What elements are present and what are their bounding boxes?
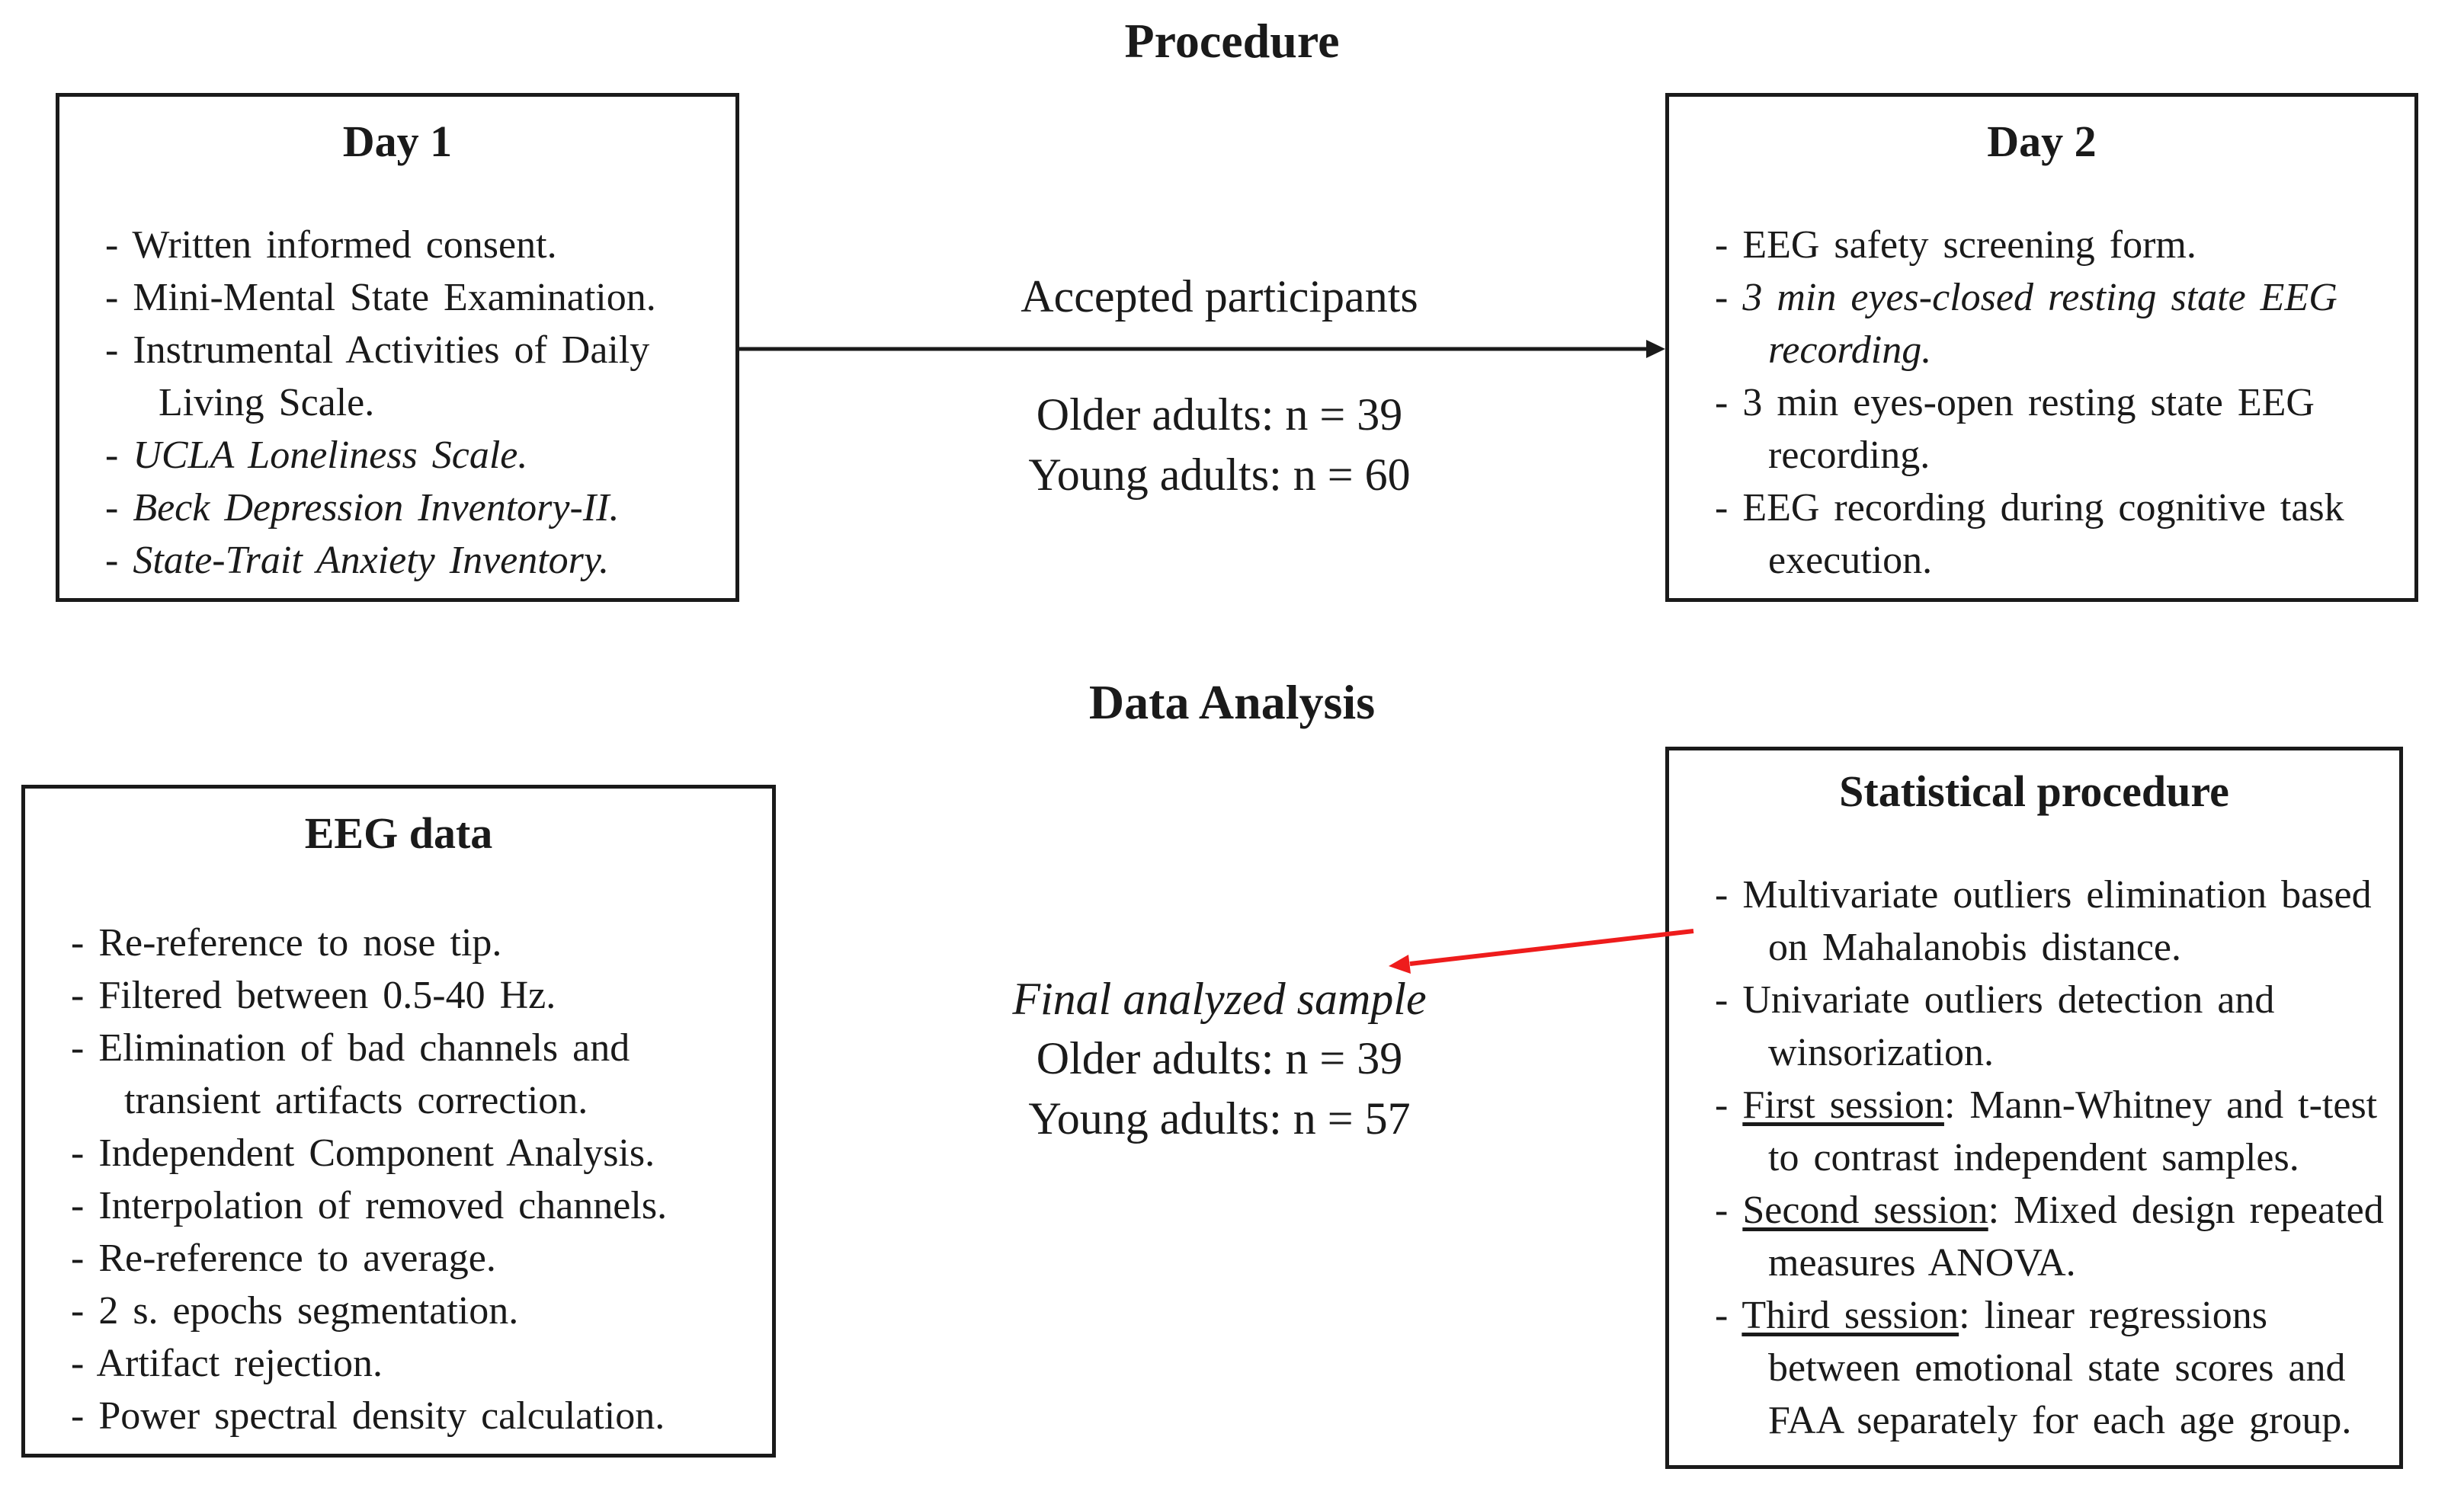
- list-item: - 3 min eyes-closed resting state EEG re…: [1715, 276, 2337, 372]
- list-item: - Mini-Mental State Examination.: [105, 276, 656, 319]
- list-item: - Re-reference to average.: [71, 1237, 496, 1280]
- accepted-heading: Accepted participants: [1021, 271, 1418, 322]
- final-sample-arrow: [1389, 929, 1694, 974]
- list-item: - Filtered between 0.5-40 Hz.: [71, 974, 556, 1017]
- day1-box: Day 1 - Written informed consent. - Mini…: [56, 93, 739, 602]
- accepted-arrow: [739, 340, 1665, 358]
- list-item: - Second session: Mixed design repeated …: [1715, 1189, 2384, 1285]
- list-item: - EEG safety screening form.: [1715, 223, 2196, 267]
- list-item: - EEG recording during cognitive task ex…: [1715, 486, 2344, 582]
- list-item: - State-Trait Anxiety Inventory.: [105, 539, 610, 582]
- final-sample-young: Young adults: n = 57: [1028, 1093, 1411, 1144]
- list-item: - Re-reference to nose tip.: [71, 921, 502, 965]
- statistical-title: Statistical procedure: [1839, 766, 2229, 816]
- day2-list: - EEG safety screening form. - 3 min eye…: [1669, 219, 2414, 587]
- list-item: - 3 min eyes-open resting state EEG reco…: [1715, 381, 2315, 477]
- eeg-data-title: EEG data: [304, 808, 493, 858]
- arrowhead-icon: [1646, 340, 1665, 358]
- accepted-older: Older adults: n = 39: [1036, 389, 1403, 440]
- statistical-box: Statistical procedure - Multivariate out…: [1665, 747, 2403, 1469]
- list-item: - Multivariate outliers elimination base…: [1715, 873, 2372, 969]
- statistical-list: - Multivariate outliers elimination base…: [1669, 869, 2399, 1447]
- list-item: - Interpolation of removed channels.: [71, 1184, 668, 1227]
- final-sample-heading-text: Final analyzed sample: [1012, 974, 1427, 1024]
- day2-title: Day 2: [1987, 117, 2097, 166]
- list-item: - 2 s. epochs segmentation.: [71, 1289, 519, 1333]
- list-item: - First session: Mann-Whitney and t-test…: [1715, 1083, 2378, 1179]
- eeg-data-list: - Re-reference to nose tip. - Filtered b…: [25, 917, 772, 1442]
- list-item: - Elimination of bad channels and transi…: [71, 1026, 630, 1122]
- procedure-title: Procedure: [1124, 14, 1340, 68]
- final-sample-older: Older adults: n = 39: [1036, 1033, 1403, 1083]
- final-sample-heading: Final analyzed sample: [876, 969, 1562, 1029]
- list-item: - Instrumental Activities of Daily Livin…: [105, 328, 650, 424]
- list-item: - Independent Component Analysis.: [71, 1131, 655, 1175]
- list-item: - Written informed consent.: [105, 223, 557, 267]
- list-item: - UCLA Loneliness Scale.: [105, 434, 528, 477]
- arrowhead-icon: [1389, 955, 1411, 974]
- analysis-title: Data Analysis: [1088, 675, 1376, 729]
- list-item: - Artifact rejection.: [71, 1342, 383, 1385]
- day1-title: Day 1: [342, 117, 453, 166]
- day1-list: - Written informed consent. - Mini-Menta…: [59, 219, 735, 587]
- list-item: - Beck Depression Inventory-II.: [105, 486, 620, 530]
- eeg-data-box: EEG data - Re-reference to nose tip. - F…: [21, 785, 776, 1458]
- accepted-young: Young adults: n = 60: [1028, 450, 1411, 500]
- day2-box: Day 2 - EEG safety screening form. - 3 m…: [1665, 93, 2418, 602]
- list-item: - Power spectral density calculation.: [71, 1394, 665, 1438]
- list-item: - Third session: linear regressions betw…: [1715, 1294, 2352, 1442]
- list-item: - Univariate outliers detection and wins…: [1715, 978, 2275, 1074]
